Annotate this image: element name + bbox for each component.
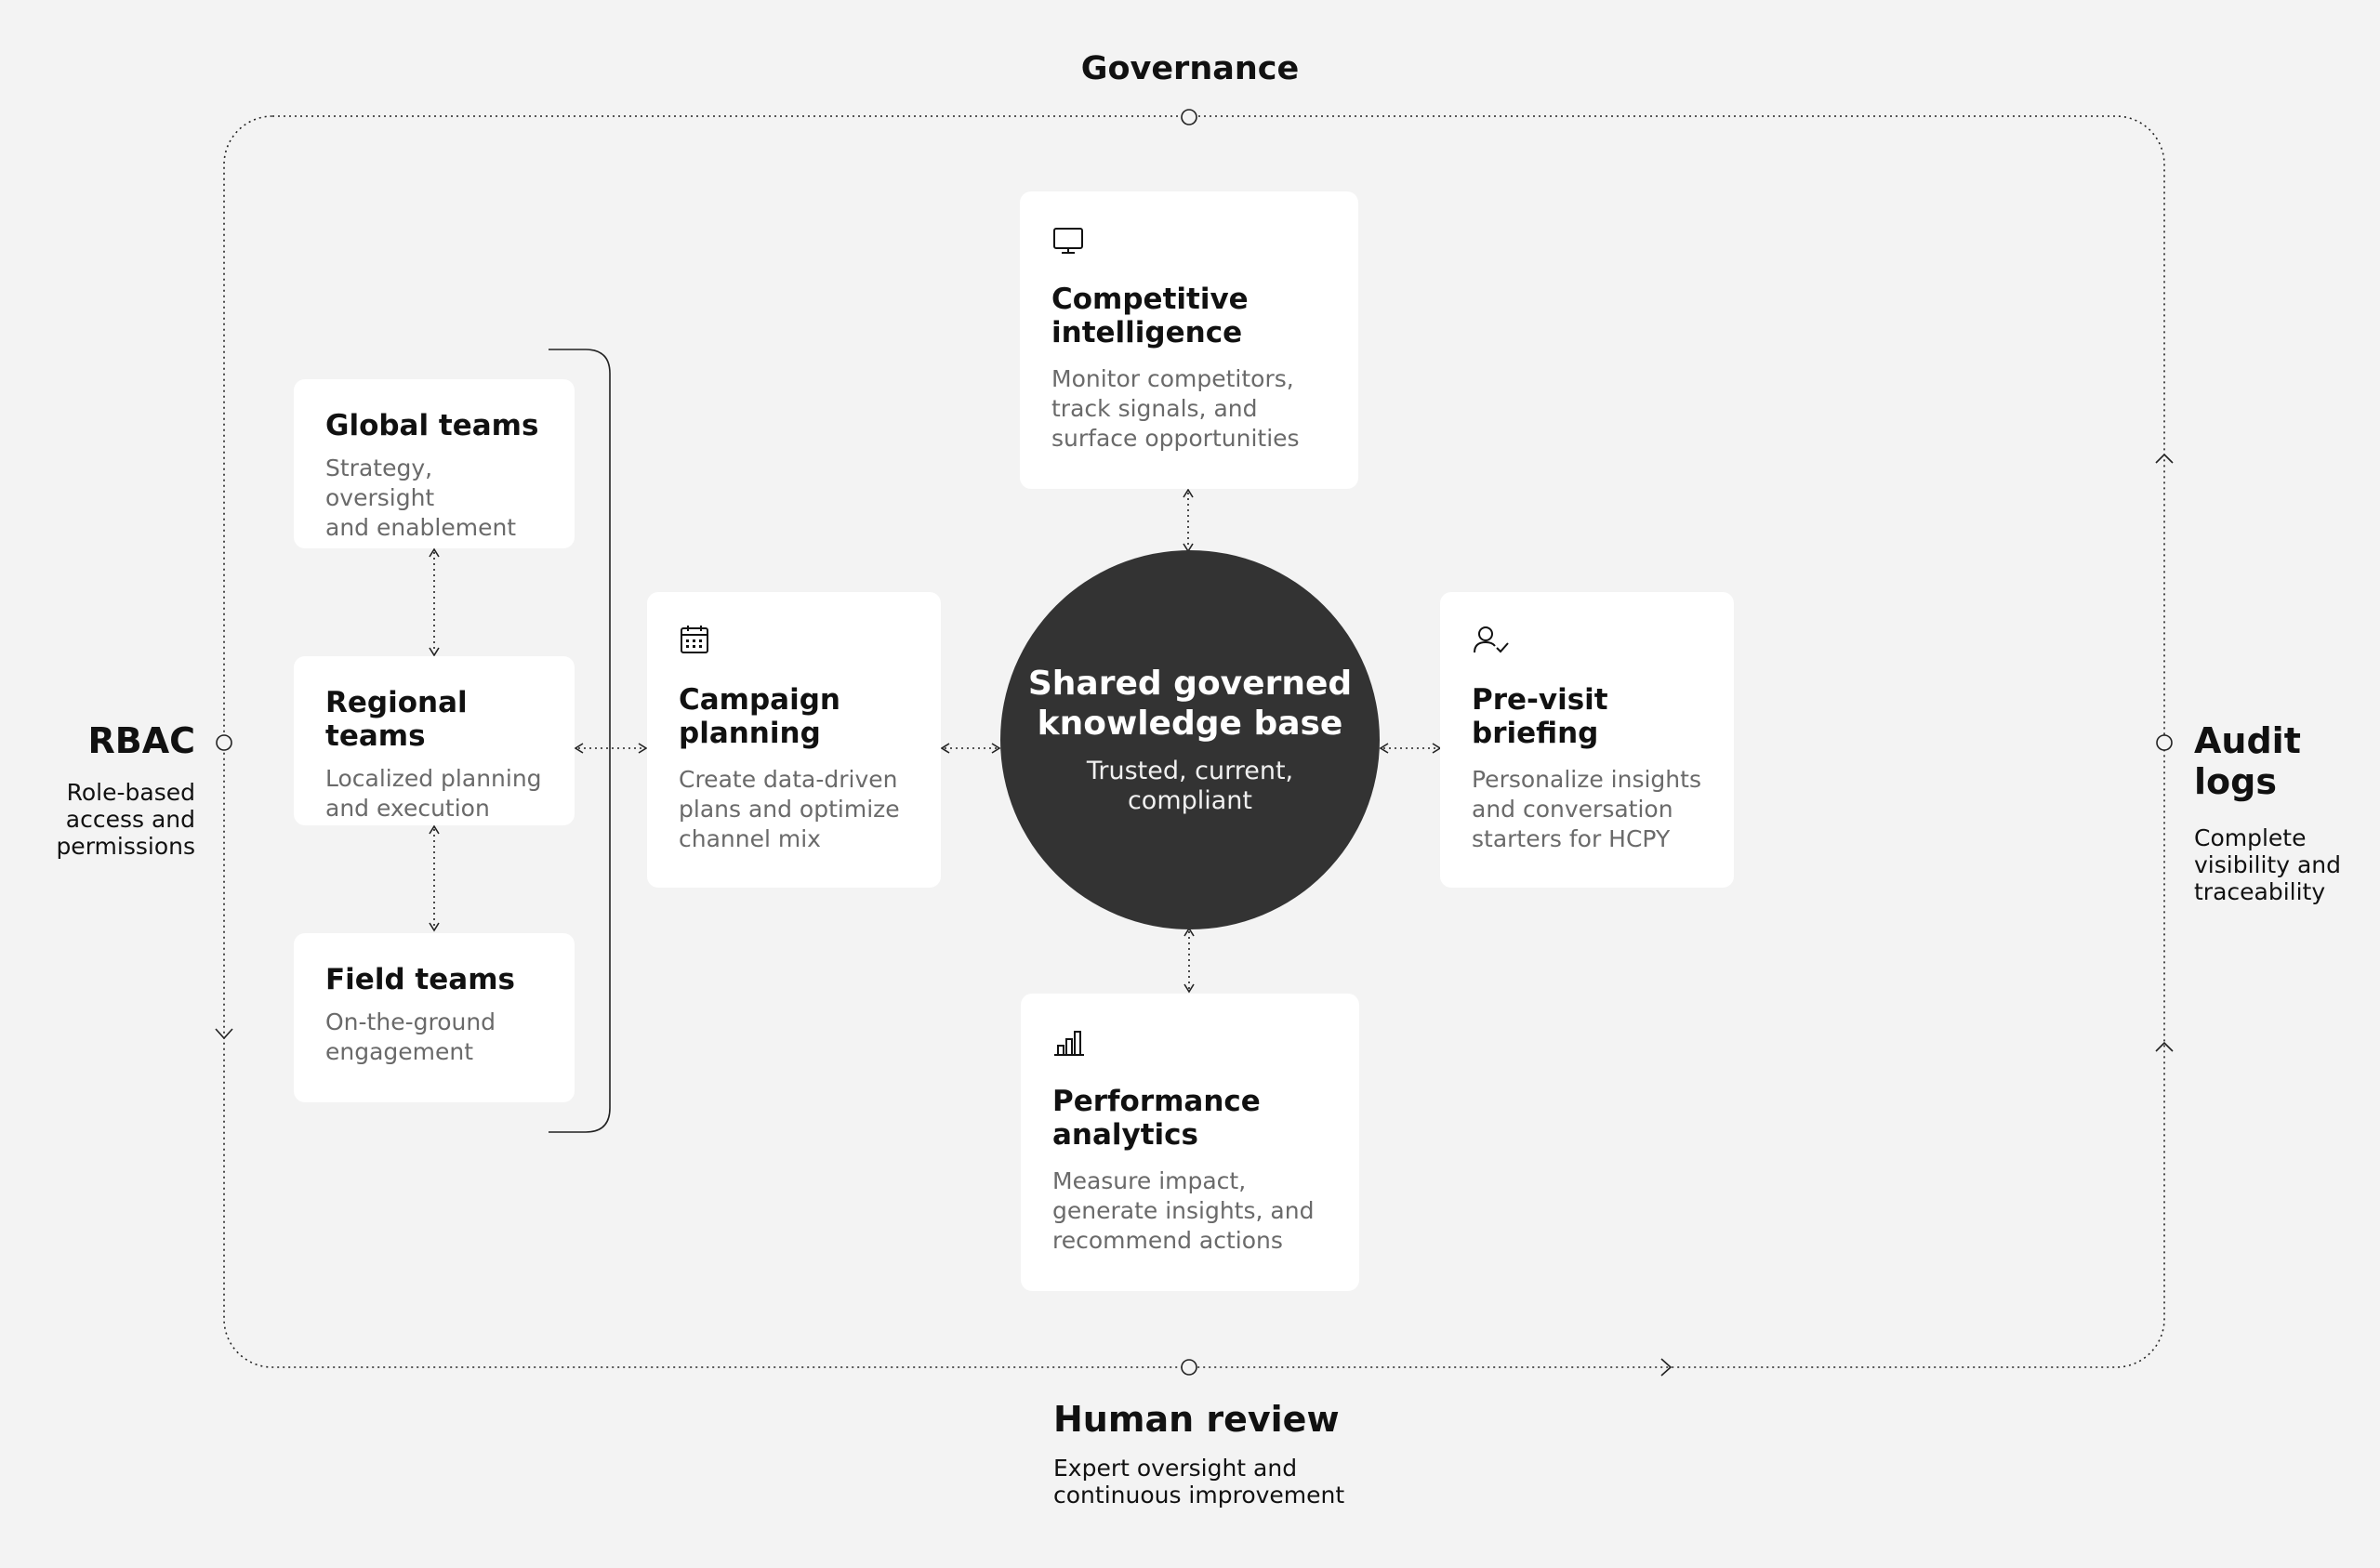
pre-visit-briefing-card: Pre-visit briefing Personalize insights …	[1440, 592, 1734, 888]
performance-title: Performance analytics	[1052, 1085, 1261, 1152]
rbac-desc: Role-based access and permissions	[56, 779, 195, 860]
frame-node-right	[2156, 734, 2173, 751]
audit-title: Audit logs	[2194, 720, 2301, 802]
frame-node-top	[1181, 109, 1197, 125]
performance-analytics-card: Performance analytics Measure impact, ge…	[1021, 994, 1359, 1291]
competitive-title: Competitive intelligence	[1051, 283, 1249, 349]
performance-desc: Measure impact, generate insights, and r…	[1052, 1167, 1315, 1254]
calendar-icon	[679, 624, 909, 655]
team-title: Regional teams	[325, 686, 468, 753]
team-card-regional: Regional teams Localized planning and ex…	[294, 656, 575, 825]
competitive-intelligence-card: Competitive intelligence Monitor competi…	[1020, 191, 1358, 489]
rbac-block: RBAC Role-based access and permissions	[28, 720, 195, 860]
campaign-desc: Create data-driven plans and optimize ch…	[679, 766, 900, 852]
audit-block: Audit logs Complete visibility and trace…	[2194, 720, 2371, 905]
frame-arrow-bottom-right	[1660, 1358, 1673, 1377]
human-review-title: Human review	[1053, 1399, 1340, 1440]
frame-arrow-right-up-lower	[2155, 1041, 2174, 1052]
frame-arrow-right-up-upper	[2155, 453, 2174, 464]
team-title: Global teams	[325, 409, 539, 442]
frame-node-left	[216, 734, 232, 751]
pre-visit-desc: Personalize insights and conversation st…	[1472, 766, 1701, 852]
team-title: Field teams	[325, 963, 515, 996]
competitive-desc: Monitor competitors, track signals, and …	[1051, 365, 1300, 452]
frame-arrow-left-down	[215, 1028, 233, 1040]
team-desc: On-the-ground engagement	[325, 1008, 496, 1065]
hub-title: Shared governed knowledge base	[1027, 665, 1353, 743]
rbac-title: RBAC	[87, 720, 195, 761]
bar-chart-icon	[1052, 1027, 1328, 1059]
frame-node-bottom	[1181, 1359, 1197, 1376]
team-desc: Strategy, oversight and enablement	[325, 455, 517, 541]
campaign-title: Campaign planning	[679, 683, 840, 750]
human-review-block: Human review Expert oversight and contin…	[1053, 1399, 1518, 1509]
hub-subtitle: Trusted, current, compliant	[1086, 757, 1294, 815]
pre-visit-title: Pre-visit briefing	[1472, 683, 1608, 750]
human-review-desc: Expert oversight and continuous improvem…	[1053, 1455, 1345, 1509]
campaign-planning-card: Campaign planning Create data-driven pla…	[647, 592, 941, 888]
knowledge-base-hub: Shared governed knowledge base Trusted, …	[1000, 550, 1380, 929]
audit-desc: Complete visibility and traceability	[2194, 824, 2341, 905]
team-card-global: Global teams Strategy, oversight and ena…	[294, 379, 575, 548]
monitor-icon	[1051, 225, 1327, 257]
user-check-icon	[1472, 624, 1702, 655]
governance-label: Governance	[1080, 50, 1300, 87]
team-desc: Localized planning and execution	[325, 765, 542, 822]
team-card-field: Field teams On-the-ground engagement	[294, 933, 575, 1102]
